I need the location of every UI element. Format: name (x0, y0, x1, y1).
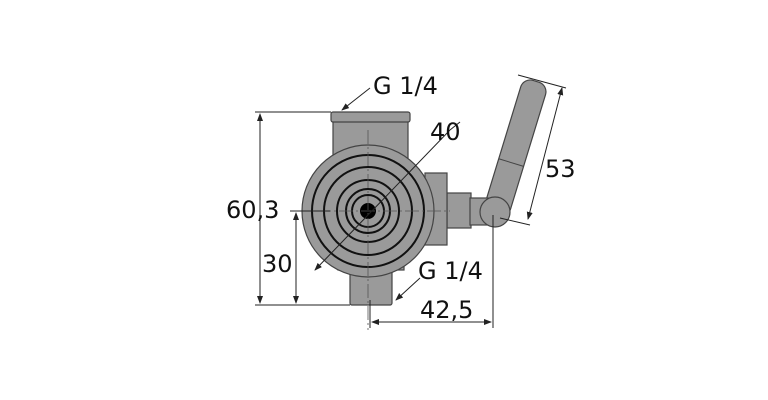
thread-bottom-label: G 1/4 (418, 257, 483, 285)
dimension-lines (255, 74, 567, 328)
thread-top-label: G 1/4 (373, 72, 438, 100)
diameter-label: 40 (430, 118, 461, 146)
top-port-cap (330, 111, 411, 123)
valve-stem (446, 192, 472, 229)
total-height-label: 60,3 (226, 196, 279, 224)
handle-elbow (479, 196, 511, 228)
center-height-label: 30 (262, 250, 293, 278)
handle-length-label: 53 (545, 155, 576, 183)
width-label: 42,5 (420, 296, 473, 324)
